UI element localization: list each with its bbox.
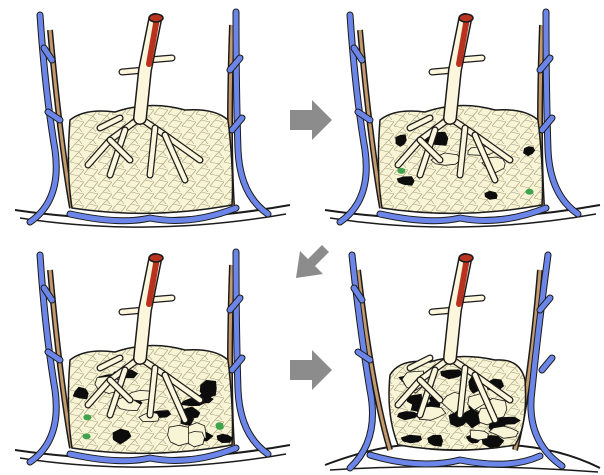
stage-panel-1 — [15, 12, 290, 227]
right-arrow-icon — [290, 350, 332, 390]
down-left-arrow-icon — [296, 245, 329, 278]
green-deposit — [83, 414, 91, 420]
green-deposit — [397, 168, 405, 174]
green-deposit — [526, 189, 534, 195]
artery-lumen — [459, 254, 473, 262]
artery-lumen — [149, 254, 163, 262]
stage-panel-3 — [15, 252, 290, 467]
green-deposit — [83, 433, 91, 439]
green-deposit — [215, 422, 223, 428]
stage-panel-4 — [325, 254, 600, 472]
artery-lumen — [459, 14, 473, 22]
artery-lumen — [149, 14, 163, 22]
right-arrow-icon — [290, 100, 332, 140]
stage-panel-2 — [325, 12, 600, 227]
